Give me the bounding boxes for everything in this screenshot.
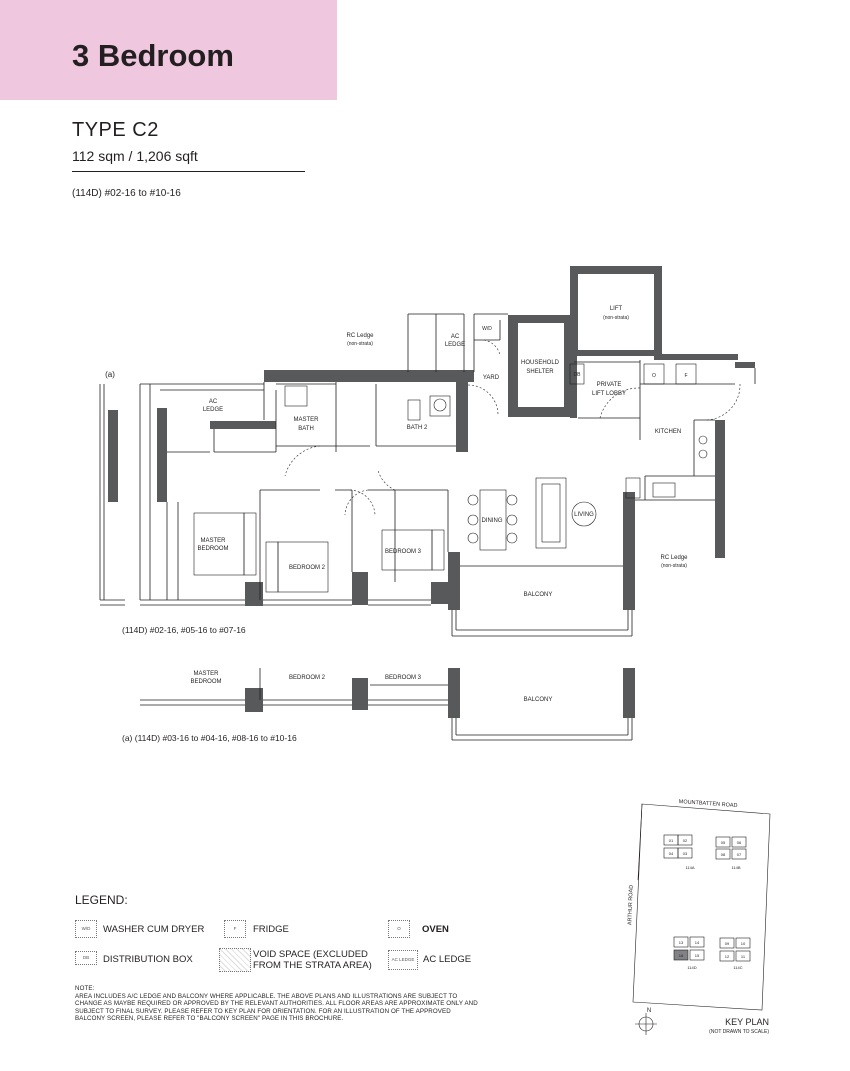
key-plan-subtitle: (NOT DRAWN TO SCALE) [709,1029,769,1035]
key-block-114b: 114B [731,865,740,870]
label-rc-ledge-right: RC Ledge [660,555,688,561]
key-unit: 06 [737,840,742,845]
unit-numbers: (114D) #02-16 to #10-16 [72,188,181,199]
key-unit: 02 [683,838,688,843]
key-unit: 13 [679,940,684,945]
key-road-top: MOUNTBATTEN ROAD [678,799,737,809]
legend-code-washer: W/D [75,920,97,938]
header-banner [0,0,337,100]
key-unit: 14 [695,940,700,945]
label-master-bedroom-2: BEDROOM [197,546,228,552]
legend-title: LEGEND: [75,893,128,907]
label-household: HOUSEHOLD [521,360,560,366]
label-ac-left: AC [209,399,218,405]
label-private: PRIVATE [597,382,622,388]
key-plan-block-114c [719,937,751,962]
label-a-mark: (a) [105,370,115,379]
label-ac: AC [451,334,460,340]
key-block-114a: 114A [685,865,694,870]
label-bedroom3: BEDROOM 3 [385,549,422,555]
key-unit: 09 [725,941,730,946]
page-title: 3 Bedroom [72,38,234,73]
key-plan-labels: MOUNTBATTEN ROAD ARTHUR ROAD 01 02 04 03… [627,799,769,1035]
label-rc-ledge-top-sub: (non-strata) [347,341,373,347]
key-plan-title: KEY PLAN [725,1017,769,1027]
key-unit: 11 [741,954,746,959]
legend-label-ac-ledge: AC LEDGE [423,954,472,965]
key-unit: 03 [683,851,688,856]
label-master-bath-2: BATH [298,426,314,432]
plan-caption-2: (a) (114D) #03-16 to #04-16, #08-16 to #… [122,733,297,743]
key-unit: 15 [695,953,700,958]
legend-code-ac-ledge: AC LEDGE [388,950,418,970]
label-rc-ledge-top: RC Ledge [346,333,374,339]
legend-label-oven: OVEN [422,924,449,935]
compass-north-label: N [647,1008,651,1014]
note-heading: NOTE: [75,985,95,992]
label-db: DB [574,372,582,378]
label-lift-lobby: LIFT LOBBY [592,391,626,397]
legend-label-washer: WASHER CUM DRYER [103,924,205,935]
legend-code-fridge: F [224,920,246,938]
key-road-left: ARTHUR ROAD [627,885,634,925]
key-unit: 01 [669,838,674,843]
key-unit: 16 [679,953,684,958]
key-plan-block-114a [663,834,693,859]
key-block-114c: 114C [733,965,742,970]
label-rc-ledge-right-sub: (non-strata) [661,563,687,569]
label-oven: O [652,373,656,379]
note-text: AREA INCLUDES A/C LEDGE AND BALCONY WHER… [75,992,478,1023]
key-unit: 04 [669,851,674,856]
key-plan-block-114b [715,836,747,860]
legend-void-space-swatch [219,948,251,972]
label-dining: DINING [482,518,503,524]
key-unit: 07 [737,852,742,857]
key-block-114d: 114D [687,965,696,970]
label-ledge-left: LEDGE [203,407,223,413]
label-yard: YARD [483,375,500,381]
key-unit: 10 [741,941,746,946]
label-lift-sub: (non-strata) [603,315,629,321]
legend-code-oven: O [388,920,410,938]
legend-label-fridge: FRIDGE [253,924,289,935]
label-shelter: SHELTER [526,369,554,375]
floor-plan-labels: RC Ledge (non-strata) AC LEDGE W/D HOUSE… [105,306,688,743]
label-master-bedroom-1: MASTER [200,538,226,544]
floor-plan-walls [108,266,755,718]
key-plan-block-114d [673,936,705,961]
alt-label-master-2: BEDROOM [190,679,221,685]
label-master-bath-1: MASTER [293,417,319,423]
label-bedroom2: BEDROOM 2 [289,565,326,571]
alt-label-bedroom3: BEDROOM 3 [385,675,422,681]
label-balcony: BALCONY [524,592,553,598]
key-unit: 08 [721,852,726,857]
floor-plan-fixtures [193,363,708,593]
label-lift: LIFT [610,306,623,312]
title-divider [72,171,305,172]
key-unit: 05 [721,840,726,845]
unit-area: 112 sqm / 1,206 sqft [72,148,198,164]
floor-plan-doors [284,339,741,516]
legend-code-db: DB [75,951,97,965]
legend-label-db: DISTRIBUTION BOX [103,954,193,965]
key-unit: 12 [725,954,730,959]
label-fridge: F [684,373,687,379]
label-ledge: LEDGE [445,342,465,348]
label-living: LIVING [574,512,594,518]
label-kitchen: KITCHEN [655,429,681,435]
alt-label-bedroom2: BEDROOM 2 [289,675,326,681]
legend-label-void: VOID SPACE (EXCLUDED FROM THE STRATA ARE… [253,949,372,971]
plan-caption-1: (114D) #02-16, #05-16 to #07-16 [122,625,246,635]
disclaimer-note: NOTE: AREA INCLUDES A/C LEDGE AND BALCON… [75,985,480,1023]
alt-label-master-1: MASTER [193,671,219,677]
label-wd: W/D [482,326,492,332]
alt-label-balcony: BALCONY [524,697,553,703]
unit-type: TYPE C2 [72,119,159,141]
label-bath2: BATH 2 [407,425,428,431]
key-plan [632,803,771,1035]
